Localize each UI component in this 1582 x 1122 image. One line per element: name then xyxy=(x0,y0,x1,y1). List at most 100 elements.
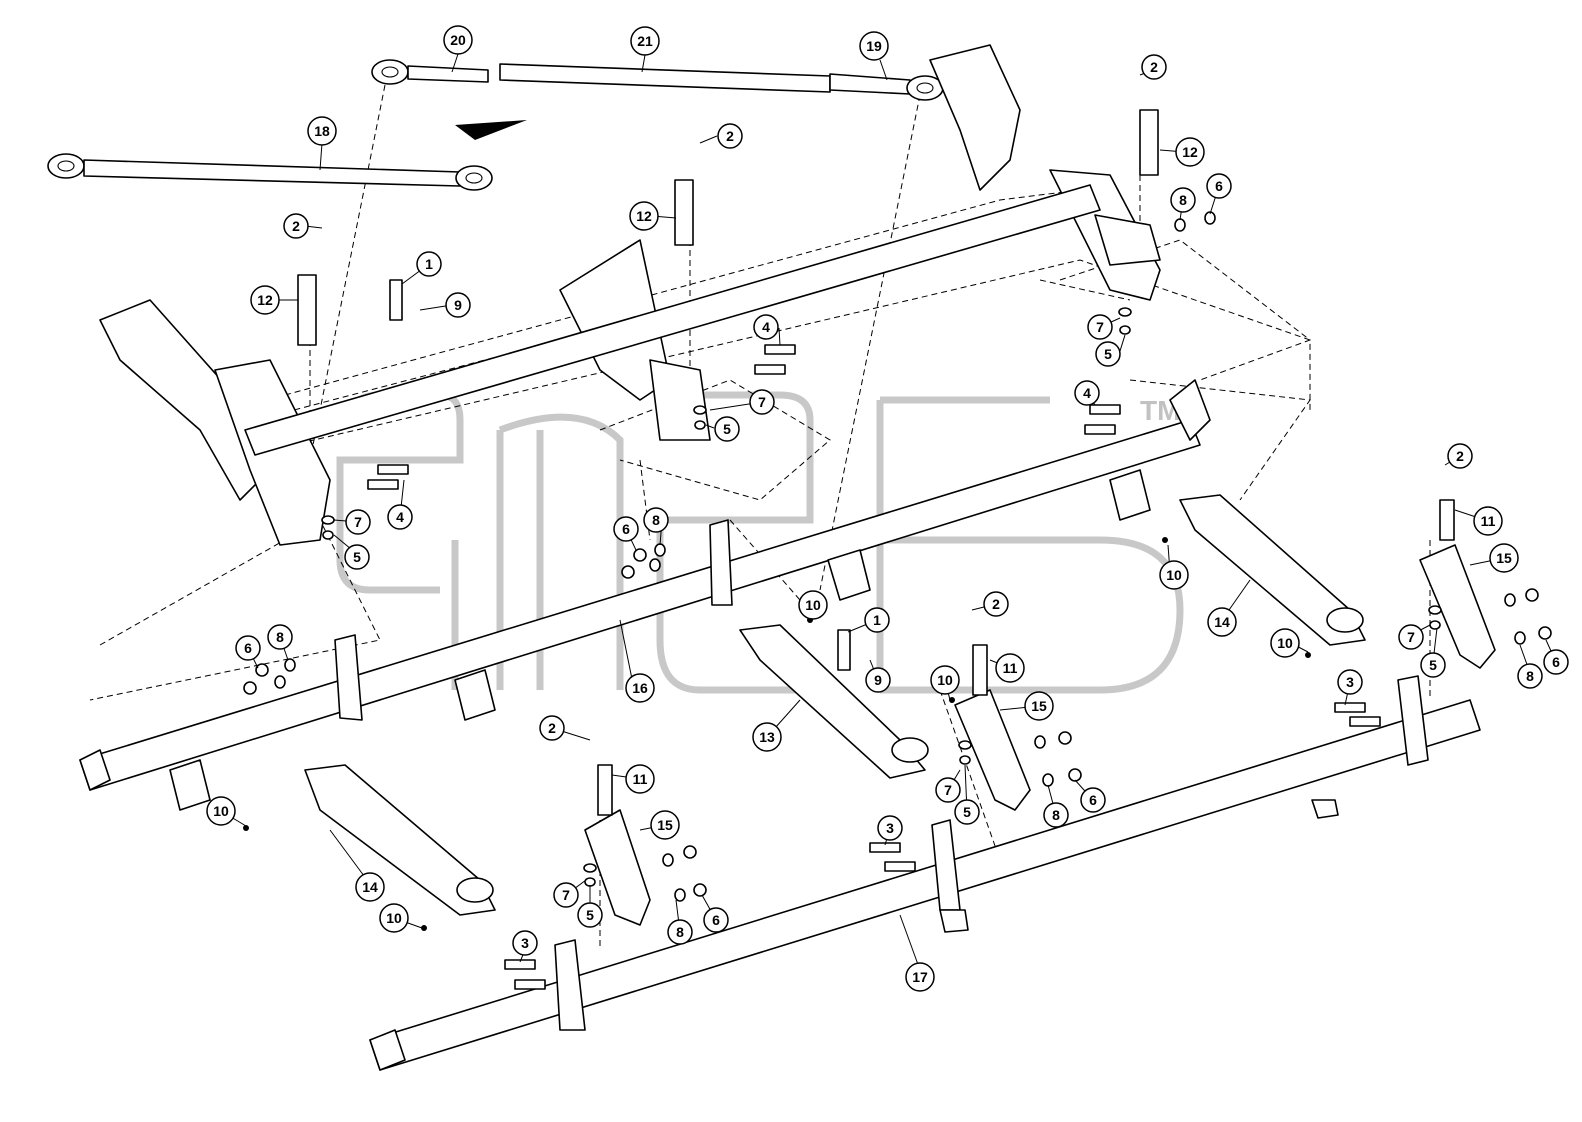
callout: 10 xyxy=(798,590,828,620)
svg-text:10: 10 xyxy=(386,910,402,926)
callout: 10 xyxy=(930,665,960,695)
callout: 8 xyxy=(1170,187,1196,213)
callout: 4 xyxy=(753,314,779,340)
svg-text:2: 2 xyxy=(292,218,300,234)
beam-lugs xyxy=(169,469,1151,811)
svg-text:15: 15 xyxy=(657,817,673,833)
callout: 7 xyxy=(1087,314,1113,340)
svg-text:21: 21 xyxy=(637,33,653,49)
callout: 6 xyxy=(1080,787,1106,813)
svg-text:7: 7 xyxy=(1096,319,1104,335)
callout: 2 xyxy=(1141,54,1167,80)
callout: 15 xyxy=(1024,691,1054,721)
callout: 12 xyxy=(250,285,280,315)
callout: 6 xyxy=(613,516,639,542)
callout: 8 xyxy=(643,507,669,533)
callout: 3 xyxy=(1337,669,1363,695)
svg-text:12: 12 xyxy=(1182,144,1198,160)
svg-text:6: 6 xyxy=(1552,654,1560,670)
direction-arrow xyxy=(455,120,527,140)
callout: 5 xyxy=(344,544,370,570)
svg-text:11: 11 xyxy=(633,771,648,787)
callout: 20 xyxy=(443,25,473,55)
callout: 4 xyxy=(387,504,413,530)
svg-text:10: 10 xyxy=(937,672,953,688)
callout: 11 xyxy=(625,764,655,794)
svg-text:5: 5 xyxy=(353,549,361,565)
svg-text:13: 13 xyxy=(759,729,775,745)
svg-text:15: 15 xyxy=(1031,698,1047,714)
svg-text:16: 16 xyxy=(632,680,648,696)
svg-text:3: 3 xyxy=(1346,674,1354,690)
plates xyxy=(584,544,1496,926)
svg-text:15: 15 xyxy=(1496,550,1512,566)
svg-text:18: 18 xyxy=(314,123,330,139)
callout: 10 xyxy=(1159,560,1189,590)
callout: 14 xyxy=(355,872,385,902)
pins xyxy=(297,109,1455,816)
callout: 7 xyxy=(345,509,371,535)
fasteners xyxy=(243,211,1552,990)
callout: 2 xyxy=(717,123,743,149)
svg-text:2: 2 xyxy=(1150,59,1158,75)
svg-text:1: 1 xyxy=(425,256,433,272)
callout: 8 xyxy=(1517,663,1543,689)
callout: 8 xyxy=(667,919,693,945)
svg-text:19: 19 xyxy=(866,38,882,54)
svg-text:12: 12 xyxy=(636,208,652,224)
svg-text:12: 12 xyxy=(257,292,273,308)
callout: 18 xyxy=(307,116,337,146)
callout: 2 xyxy=(1447,443,1473,469)
callout: 5 xyxy=(954,799,980,825)
callout: 11 xyxy=(995,653,1025,683)
callout: 8 xyxy=(267,624,293,650)
svg-text:3: 3 xyxy=(521,935,529,951)
callout: 16 xyxy=(625,673,655,703)
callout: 5 xyxy=(1420,652,1446,678)
svg-text:6: 6 xyxy=(622,521,630,537)
svg-text:7: 7 xyxy=(758,394,766,410)
callout: 6 xyxy=(235,635,261,661)
svg-text:8: 8 xyxy=(652,512,660,528)
callout: 6 xyxy=(703,907,729,933)
svg-text:6: 6 xyxy=(1089,792,1097,808)
svg-text:10: 10 xyxy=(213,803,229,819)
callout: 7 xyxy=(1398,624,1424,650)
svg-text:14: 14 xyxy=(362,879,378,895)
callout: 15 xyxy=(1489,543,1519,573)
svg-text:7: 7 xyxy=(944,782,952,798)
svg-text:11: 11 xyxy=(1481,513,1496,529)
svg-text:10: 10 xyxy=(1166,567,1182,583)
svg-text:4: 4 xyxy=(1083,385,1091,401)
callout: 6 xyxy=(1543,649,1569,675)
svg-text:11: 11 xyxy=(1003,660,1018,676)
callout: 2 xyxy=(283,213,309,239)
callout: 14 xyxy=(1207,607,1237,637)
svg-text:10: 10 xyxy=(1277,635,1293,651)
svg-text:7: 7 xyxy=(562,887,570,903)
callout: 5 xyxy=(577,902,603,928)
top-link-18 xyxy=(47,153,493,191)
svg-text:8: 8 xyxy=(276,629,284,645)
callout: 19 xyxy=(859,31,889,61)
svg-text:2: 2 xyxy=(548,720,556,736)
callout: 5 xyxy=(714,416,740,442)
callouts: 20 21 19 2 18 2 12 12 6 8 2 12 1 9 7 5 4… xyxy=(206,25,1569,992)
top-link-assembly xyxy=(371,59,944,140)
callout: 7 xyxy=(935,777,961,803)
svg-text:8: 8 xyxy=(1179,192,1187,208)
svg-text:2: 2 xyxy=(992,596,1000,612)
svg-text:14: 14 xyxy=(1214,614,1230,630)
callout: 8 xyxy=(1043,802,1069,828)
callout: 12 xyxy=(1175,137,1205,167)
svg-text:8: 8 xyxy=(676,924,684,940)
svg-text:3: 3 xyxy=(886,820,894,836)
arms xyxy=(304,494,1366,916)
svg-text:9: 9 xyxy=(874,672,882,688)
svg-text:5: 5 xyxy=(1104,346,1112,362)
svg-text:8: 8 xyxy=(1052,807,1060,823)
upper-brackets xyxy=(99,44,1161,546)
callout: 12 xyxy=(629,201,659,231)
svg-text:4: 4 xyxy=(396,509,404,525)
